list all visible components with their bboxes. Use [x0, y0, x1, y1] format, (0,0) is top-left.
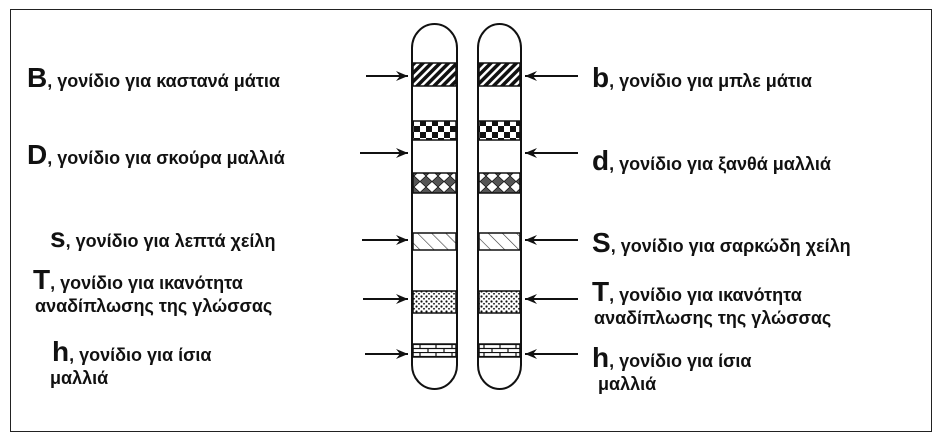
gene-description: , γονίδιο για ίσια: [609, 351, 752, 371]
right-gene-label-3: S, γονίδιο για σαρκώδη χείλη: [592, 227, 851, 259]
arrow-right-4: [525, 294, 578, 304]
allele-symbol: d: [592, 145, 610, 176]
allele-symbol: B: [27, 62, 48, 93]
gene-band-light-diagonal: [412, 232, 457, 251]
gene-description-line2: αναδίπλωσης της γλώσσας: [35, 296, 273, 317]
arrow-right-3: [525, 235, 578, 245]
allele-symbol: s: [50, 222, 66, 253]
gene-band-diamond: [412, 172, 457, 194]
left-gene-label-4: T, γονίδιο για ικανότητα αναδίπλωσης της …: [33, 264, 272, 317]
allele-symbol: S: [592, 227, 611, 258]
gene-description-line2: μαλλιά: [598, 374, 657, 395]
gene-description: , γονίδιο για ίσια: [69, 345, 212, 365]
allele-symbol: D: [27, 139, 48, 170]
arrow-left-1: [366, 71, 408, 81]
arrow-right-2: [525, 148, 578, 158]
gene-band-checkerboard: [412, 120, 457, 141]
gene-description: , γονίδιο για λεπτά χείλη: [65, 231, 276, 251]
gene-band-light-diagonal: [478, 232, 521, 251]
left-gene-label-2: D, γονίδιο για σκούρα μαλλιά: [27, 139, 285, 171]
gene-description-line2: μαλλιά: [50, 368, 109, 389]
right-gene-label-5: h, γονίδιο για ίσια μαλλιά: [592, 342, 752, 395]
right-gene-label-4: T, γονίδιο για ικανότητα αναδίπλωσης της …: [592, 276, 831, 329]
gene-band-diamond: [478, 172, 521, 194]
allele-symbol: T: [592, 276, 610, 307]
allele-symbol: T: [33, 264, 51, 295]
gene-description-line2: αναδίπλωσης της γλώσσας: [594, 308, 832, 329]
gene-description: , γονίδιο για σκούρα μαλλιά: [47, 148, 285, 168]
gene-band-checkerboard: [478, 120, 521, 141]
allele-symbol: b: [592, 62, 610, 93]
gene-description: , γονίδιο για σαρκώδη χείλη: [610, 236, 851, 256]
allele-symbol: h: [52, 336, 70, 367]
left-gene-label-5: h, γονίδιο για ίσια μαλλιά: [50, 336, 212, 389]
arrow-left-3: [362, 235, 408, 245]
gene-description: , γονίδιο για ξανθά μαλλιά: [609, 154, 831, 174]
arrow-left-5: [365, 349, 408, 359]
gene-description: , γονίδιο για ικανότητα: [50, 273, 243, 293]
left-gene-label-1: B, γονίδιο για καστανά μάτια: [27, 62, 280, 94]
gene-band-dotted: [478, 290, 521, 314]
arrow-left-4: [363, 294, 408, 304]
arrow-right-1: [525, 71, 578, 81]
gene-band-dotted: [412, 290, 457, 314]
left-gene-label-3: s, γονίδιο για λεπτά χείλη: [50, 222, 275, 254]
gene-band-brick: [478, 343, 521, 358]
gene-description: , γονίδιο για μπλε μάτια: [609, 71, 812, 91]
arrow-right-5: [525, 349, 578, 359]
gene-band-diagonal-hatch: [478, 62, 521, 87]
gene-description: , γονίδιο για καστανά μάτια: [47, 71, 280, 91]
right-gene-label-1: b, γονίδιο για μπλε μάτια: [592, 62, 812, 94]
allele-symbol: h: [592, 342, 610, 373]
gene-description: , γονίδιο για ικανότητα: [609, 285, 802, 305]
right-gene-label-2: d, γονίδιο για ξανθά μαλλιά: [592, 145, 831, 177]
gene-band-brick: [412, 343, 457, 358]
arrow-left-2: [360, 148, 408, 158]
gene-band-diagonal-hatch: [412, 62, 457, 87]
diagram-frame: [10, 9, 932, 432]
